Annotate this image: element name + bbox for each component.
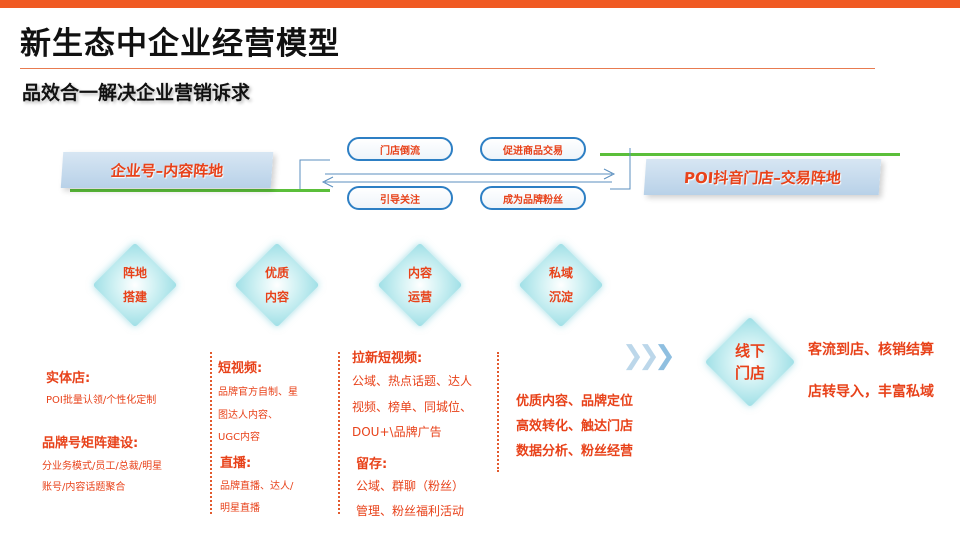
become-fans-pill: 成为品牌粉丝 bbox=[480, 186, 586, 210]
diamond-label-line1: 线下 bbox=[734, 342, 765, 360]
diamond-label: 线下 门店 bbox=[704, 316, 796, 408]
live-stream-heading: 直播: bbox=[220, 456, 252, 471]
page-title: 新生态中企业经营模型 bbox=[20, 26, 340, 62]
brand-matrix-text-line1: 分业务模式/员工/总裁/明星 bbox=[42, 461, 163, 472]
retention-text-line1: 公域、群聊（粉丝） bbox=[356, 479, 465, 493]
brand-matrix-heading: 品牌号矩阵建设: bbox=[42, 436, 139, 451]
promote-sales-pill: 促进商品交易 bbox=[480, 137, 586, 161]
short-video-text-line1: 品牌官方自制、星 bbox=[218, 387, 298, 398]
diamond-label-line2: 内容 bbox=[264, 290, 289, 304]
diamond-label-line2: 沉淀 bbox=[548, 290, 573, 304]
store-traffic-pill: 门店倒流 bbox=[347, 137, 453, 161]
diamond-label-line1: 私域 bbox=[548, 266, 573, 280]
column-separator bbox=[497, 352, 499, 472]
page-subtitle: 品效合一解决企业营销诉求 bbox=[22, 82, 251, 104]
retention-heading: 留存: bbox=[356, 457, 388, 472]
live-stream-text-line2: 明星直播 bbox=[220, 503, 260, 514]
guide-follow-pill: 引导关注 bbox=[347, 186, 453, 210]
content-base-label: 企业号–内容阵地 bbox=[110, 161, 224, 180]
private-domain-text-line3: 数据分析、粉丝经营 bbox=[516, 444, 634, 459]
store-traffic-label: 门店倒流 bbox=[380, 145, 420, 157]
diamond-label: 内容 运营 bbox=[377, 242, 463, 328]
trade-base-banner: POI抖音门店–交易阵地 bbox=[643, 159, 882, 195]
left-bracket-line bbox=[299, 159, 330, 189]
right-green-line bbox=[600, 153, 900, 156]
diamond-quality-content: 优质 内容 bbox=[234, 242, 320, 328]
promote-sales-label: 促进商品交易 bbox=[503, 145, 563, 157]
diamond-offline-store: 线下 门店 bbox=[704, 316, 796, 408]
chevron-right-icon: ❯ bbox=[622, 341, 644, 371]
diamond-label-line1: 内容 bbox=[407, 266, 432, 280]
arrow-right-head bbox=[603, 168, 616, 180]
top-accent-bar bbox=[0, 0, 960, 8]
diamond-private-domain: 私域 沉淀 bbox=[518, 242, 604, 328]
live-stream-text-line1: 品牌直播、达人/ bbox=[220, 481, 294, 492]
acquisition-video-text-line2: 视频、榜单、同城位、 bbox=[352, 400, 473, 414]
chevron-right-icon: ❯ bbox=[638, 341, 660, 371]
short-video-text-line2: 图达人内容、 bbox=[218, 410, 278, 421]
diamond-label: 阵地 搭建 bbox=[92, 242, 178, 328]
offline-text-line2: 店转导入，丰富私域 bbox=[808, 384, 934, 400]
diamond-label-line1: 阵地 bbox=[122, 266, 147, 280]
short-video-heading: 短视频: bbox=[218, 361, 263, 376]
diamond-label: 私域 沉淀 bbox=[518, 242, 604, 328]
become-fans-label: 成为品牌粉丝 bbox=[503, 194, 563, 206]
acquisition-video-text-line1: 公域、热点话题、达人 bbox=[352, 374, 473, 388]
brand-matrix-text-line2: 账号/内容话题聚合 bbox=[42, 482, 126, 493]
offline-text-line1: 客流到店、核销结算 bbox=[808, 342, 934, 358]
content-base-banner: 企业号–内容阵地 bbox=[60, 152, 274, 188]
left-green-line bbox=[70, 189, 330, 192]
chevron-right-icon: ❯ bbox=[654, 341, 676, 371]
trade-base-label: POI抖音门店–交易阵地 bbox=[683, 168, 842, 187]
diamond-label-line2: 搭建 bbox=[122, 290, 147, 304]
arrow-left-head bbox=[321, 176, 334, 188]
short-video-text-line3: UGC内容 bbox=[218, 432, 261, 443]
column-separator bbox=[338, 352, 340, 514]
acquisition-video-text-line3: DOU+\品牌广告 bbox=[352, 425, 442, 439]
guide-follow-label: 引导关注 bbox=[380, 194, 420, 206]
diamond-label-line1: 优质 bbox=[264, 266, 289, 280]
title-divider bbox=[20, 68, 875, 69]
private-domain-text-line1: 优质内容、品牌定位 bbox=[516, 394, 634, 409]
diamond-label-line2: 门店 bbox=[734, 364, 765, 382]
diamond-setup: 阵地 搭建 bbox=[92, 242, 178, 328]
acquisition-video-heading: 拉新短视频: bbox=[352, 351, 423, 366]
physical-store-heading: 实体店: bbox=[46, 371, 91, 386]
column-separator bbox=[210, 352, 212, 514]
physical-store-text: POI批量认领/个性化定制 bbox=[46, 395, 157, 406]
private-domain-text-line2: 高效转化、触达门店 bbox=[516, 419, 634, 434]
diamond-label: 优质 内容 bbox=[234, 242, 320, 328]
retention-text-line2: 管理、粉丝福利活动 bbox=[356, 504, 465, 518]
diamond-content-ops: 内容 运营 bbox=[377, 242, 463, 328]
diamond-label-line2: 运营 bbox=[407, 290, 432, 304]
